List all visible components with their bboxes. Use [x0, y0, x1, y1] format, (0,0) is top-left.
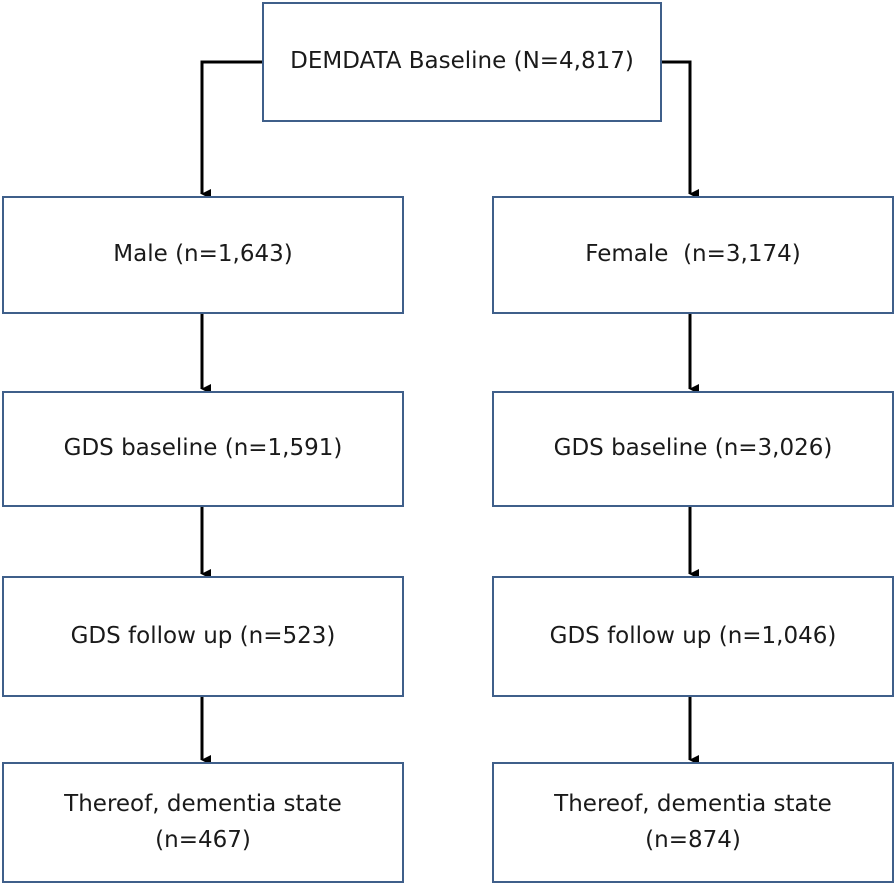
male-box: Male (n=1,643) — [2, 196, 404, 314]
right-dementia-line1: Thereof, dementia state — [554, 790, 832, 817]
female-box: Female (n=3,174) — [492, 196, 894, 314]
root-box-demdata-baseline: DEMDATA Baseline (N=4,817) — [262, 2, 662, 122]
right-gds-baseline-label: GDS baseline (n=3,026) — [553, 435, 833, 462]
arrow-root-to-female — [662, 60, 699, 199]
right-gds-baseline-box: GDS baseline (n=3,026) — [492, 391, 894, 507]
left-gds-followup-box: GDS follow up (n=523) — [2, 576, 404, 697]
female-label: Female (n=3,174) — [585, 241, 801, 268]
left-dementia-box: Thereof, dementia state (n=467) — [2, 762, 404, 883]
right-dementia-box: Thereof, dementia state (n=874) — [492, 762, 894, 883]
left-gds-followup-label: GDS follow up (n=523) — [70, 622, 336, 649]
male-label: Male (n=1,643) — [113, 241, 293, 268]
right-gds-followup-box: GDS follow up (n=1,046) — [492, 576, 894, 697]
left-gds-baseline-label: GDS baseline (n=1,591) — [63, 435, 343, 462]
root-label: DEMDATA Baseline (N=4,817) — [290, 48, 634, 75]
right-dementia-line2: (n=874) — [645, 826, 741, 853]
arrow-root-to-male — [200, 60, 262, 199]
left-gds-baseline-box: GDS baseline (n=1,591) — [2, 391, 404, 507]
right-gds-followup-label: GDS follow up (n=1,046) — [549, 622, 837, 649]
left-dementia-line2: (n=467) — [155, 826, 251, 853]
left-dementia-line1: Thereof, dementia state — [64, 790, 342, 817]
